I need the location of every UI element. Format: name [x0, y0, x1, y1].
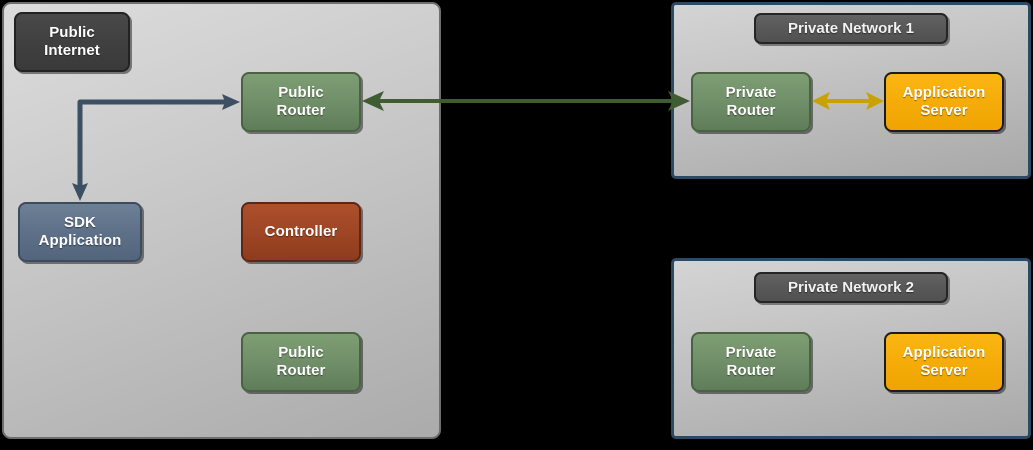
node-public-router-bottom-line2: Router [276, 362, 326, 379]
node-public-router-bottom[interactable]: Public Router [241, 332, 361, 392]
node-controller[interactable]: Controller [241, 202, 361, 262]
node-application-server-1-label: Application Server [899, 84, 990, 121]
private-network-1-title: Private Network 1 [788, 20, 914, 37]
node-public-internet-line1: Public [49, 23, 95, 41]
node-private-router-1-label: Private Router [722, 84, 781, 121]
node-application-server-1-line2: Server [920, 102, 968, 119]
node-application-server-2-line2: Server [920, 362, 968, 379]
private-network-1-title-chip: Private Network 1 [754, 13, 948, 44]
private-network-2-title-chip: Private Network 2 [754, 272, 948, 303]
node-private-router-1[interactable]: Private Router [691, 72, 811, 132]
node-sdk-application-label: SDK Application [35, 214, 126, 251]
node-application-server-1[interactable]: Application Server [884, 72, 1004, 132]
node-sdk-application-line1: SDK [64, 213, 96, 231]
node-private-router-1-line1: Private [725, 83, 777, 101]
node-application-server-1-line1: Application [902, 83, 986, 101]
node-public-router-bottom-label: Public Router [273, 344, 330, 381]
private-network-2-title: Private Network 2 [788, 279, 914, 296]
node-private-router-2-label: Private Router [722, 344, 781, 381]
node-public-router-top-line2: Router [276, 102, 326, 119]
node-public-router-bottom-line1: Public [278, 343, 324, 361]
node-private-router-2[interactable]: Private Router [691, 332, 811, 392]
node-public-internet-label: Public Internet [40, 24, 104, 61]
node-public-router-top[interactable]: Public Router [241, 72, 361, 132]
node-application-server-2[interactable]: Application Server [884, 332, 1004, 392]
node-sdk-application[interactable]: SDK Application [18, 202, 142, 262]
node-sdk-application-line2: Application [38, 232, 122, 249]
node-private-router-2-line1: Private [725, 343, 777, 361]
node-private-router-1-line2: Router [726, 102, 776, 119]
node-controller-label: Controller [261, 223, 342, 241]
node-application-server-2-line1: Application [902, 343, 986, 361]
node-public-internet[interactable]: Public Internet [14, 12, 130, 72]
node-public-router-top-line1: Public [278, 83, 324, 101]
node-application-server-2-label: Application Server [899, 344, 990, 381]
node-public-router-top-label: Public Router [273, 84, 330, 121]
node-private-router-2-line2: Router [726, 362, 776, 379]
node-controller-line1: Controller [264, 222, 338, 240]
node-public-internet-line2: Internet [44, 42, 100, 59]
